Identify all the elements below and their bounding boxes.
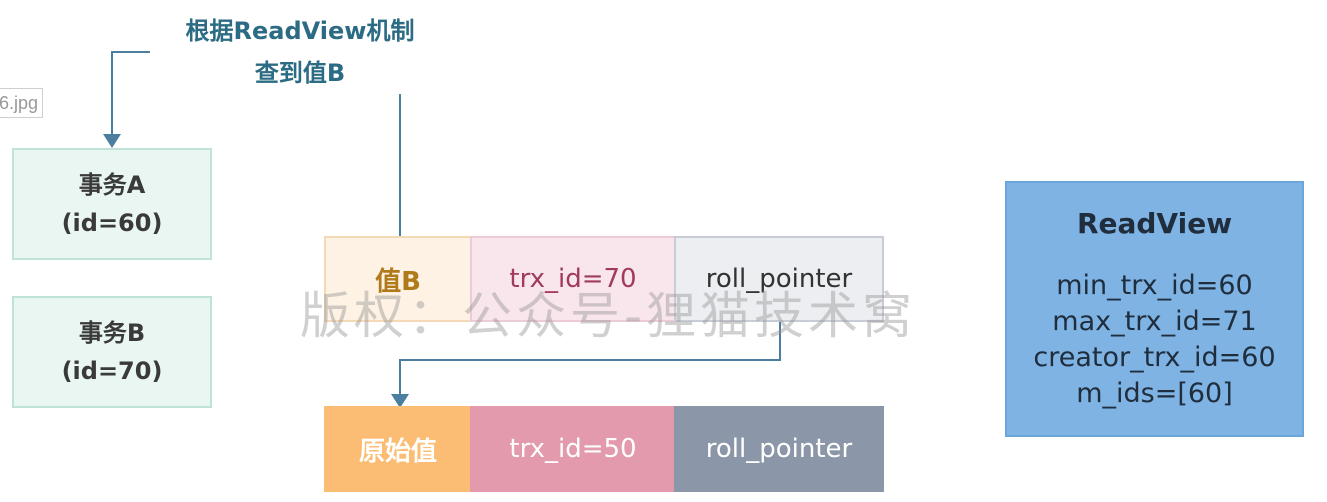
readview-max-trx-id: max_trx_id=71 bbox=[1052, 305, 1257, 337]
roll-pointer-arrow bbox=[399, 322, 781, 400]
undo-roll-pointer-cell: roll_pointer bbox=[674, 406, 884, 492]
lookup-label-line1: 根据ReadView机制 bbox=[185, 17, 415, 45]
readview-creator-trx-id: creator_trx_id=60 bbox=[1033, 341, 1276, 373]
lookup-label: 根据ReadView机制 查到值B bbox=[150, 10, 450, 94]
transaction-a-name: 事务A bbox=[78, 171, 146, 199]
readview-min-trx-id: min_trx_id=60 bbox=[1056, 269, 1253, 301]
roll-pointer-arrowhead bbox=[391, 394, 409, 408]
transaction-b-box: 事务B (id=70) bbox=[12, 296, 212, 408]
current-trx-id-cell: trx_id=70 bbox=[470, 236, 676, 322]
readview-box: ReadView min_trx_id=60 max_trx_id=71 cre… bbox=[1005, 181, 1304, 437]
original-value-cell: 原始值 bbox=[324, 406, 472, 492]
current-row-record: 值B trx_id=70 roll_pointer bbox=[324, 236, 884, 322]
current-value-cell: 值B bbox=[324, 236, 472, 322]
filename-tag: 6.jpg bbox=[0, 88, 44, 118]
transaction-a-id: (id=60) bbox=[61, 209, 163, 237]
readview-m-ids: m_ids=[60] bbox=[1076, 377, 1233, 409]
lookup-label-line2: 查到值B bbox=[248, 52, 352, 94]
readview-title: ReadView bbox=[1076, 206, 1233, 240]
readview-lookup-arrowhead bbox=[103, 134, 121, 148]
undo-trx-id-cell: trx_id=50 bbox=[470, 406, 676, 492]
transaction-b-name: 事务B bbox=[78, 319, 146, 347]
current-roll-pointer-cell: roll_pointer bbox=[674, 236, 884, 322]
undo-log-record: 原始值 trx_id=50 roll_pointer bbox=[324, 406, 884, 492]
transaction-b-id: (id=70) bbox=[61, 357, 163, 385]
transaction-a-box: 事务A (id=60) bbox=[12, 148, 212, 260]
